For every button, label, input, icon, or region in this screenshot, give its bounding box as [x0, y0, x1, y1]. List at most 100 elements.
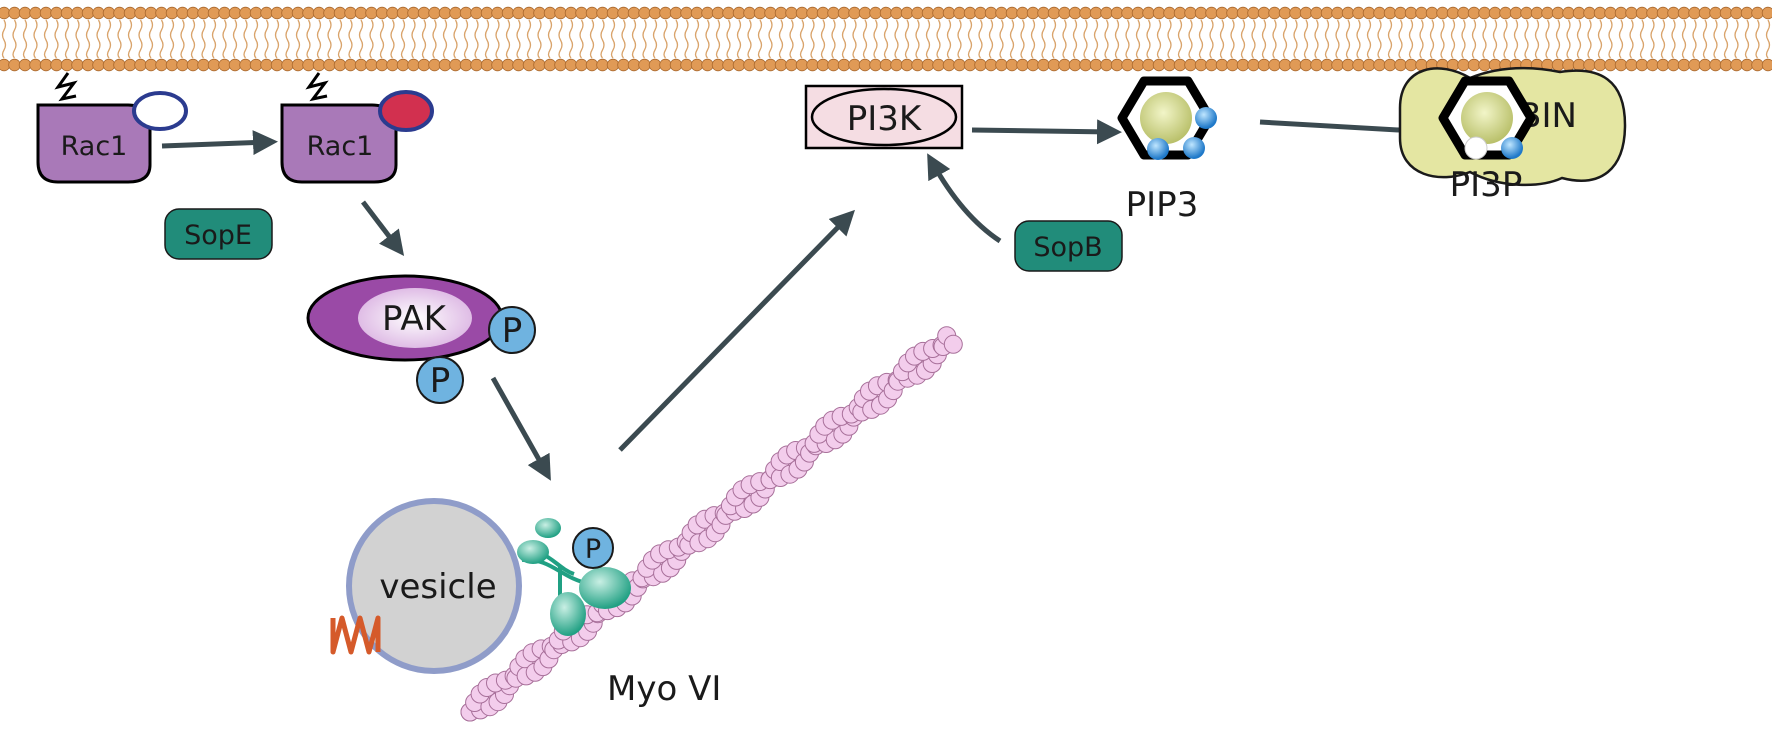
lipid-tail — [789, 19, 794, 59]
lipid-tail — [747, 19, 752, 59]
phosphate-label-myo: P — [585, 534, 601, 565]
lipid-head — [123, 6, 137, 20]
lipid-head — [1646, 58, 1659, 72]
lipid-head — [617, 6, 630, 20]
lipid-head — [165, 58, 179, 72]
lipid-head — [1110, 6, 1124, 20]
phosphate-ball — [1183, 137, 1205, 159]
sopb-label: SopB — [1033, 232, 1102, 263]
lipid-head — [228, 58, 242, 72]
lipid-head — [92, 6, 105, 20]
lipid-tail — [1408, 19, 1414, 59]
phosphate-circle-icon — [488, 306, 536, 354]
lipid-head — [1194, 6, 1208, 20]
lipid-head — [312, 6, 326, 20]
lipid-head — [806, 58, 819, 72]
lipid-head — [39, 6, 53, 20]
lipid-head — [1362, 6, 1376, 20]
lipid-tail — [1324, 19, 1330, 59]
lipid-tail — [285, 19, 290, 59]
lipid-tail — [1, 19, 7, 59]
lipid-head — [1562, 58, 1575, 72]
lipid-tail — [631, 19, 637, 59]
lipid-tail — [1765, 19, 1771, 59]
lipid-tail — [1272, 19, 1277, 59]
lipid-head — [323, 58, 336, 72]
sope-tag: SopE — [164, 208, 273, 260]
phosphate-ball — [1501, 137, 1523, 159]
lipid-tail — [1335, 19, 1340, 59]
lipid-head — [365, 58, 378, 72]
lipid-head — [680, 6, 693, 20]
lipid-head — [774, 58, 788, 72]
lipid-head — [291, 6, 305, 20]
lipid-head — [1016, 58, 1029, 72]
lipid-head — [1352, 58, 1365, 72]
lipid-tail — [1492, 19, 1498, 59]
lipid-head — [302, 6, 315, 20]
lipid-tail — [1503, 19, 1508, 59]
phosphate-label-pak-top: P — [502, 311, 523, 351]
lipid-head — [953, 58, 966, 72]
myosin-cargo-domain — [517, 540, 549, 564]
lipid-head — [228, 6, 242, 20]
lipid-head — [218, 6, 231, 20]
phosphate-circle-icon — [572, 527, 614, 569]
lipid-tail — [1177, 19, 1183, 59]
lipid-tail — [442, 19, 448, 59]
lipid-tail — [1072, 19, 1078, 59]
lipid-head — [449, 6, 462, 20]
lipid-tail — [348, 19, 353, 59]
lipid-head — [459, 6, 473, 20]
lipid-head — [344, 58, 357, 72]
lipid-head — [1037, 58, 1050, 72]
lipid-head — [1331, 6, 1344, 20]
lipid-head — [732, 58, 746, 72]
lipid-tail — [54, 19, 59, 59]
lipid-head — [890, 58, 903, 72]
lipid-head — [785, 58, 798, 72]
lipid-head — [512, 58, 525, 72]
lipid-head — [1299, 6, 1313, 20]
lipid-head — [1205, 58, 1218, 72]
lipid-tail — [1167, 19, 1172, 59]
lipid-head — [1383, 6, 1397, 20]
lipid-head — [396, 58, 410, 72]
lipid-tail — [1146, 19, 1151, 59]
lipid-tail — [295, 19, 301, 59]
lipid-head — [1635, 6, 1649, 20]
lipid-head — [60, 6, 74, 20]
lipid-anchor-icon — [305, 72, 329, 102]
lipid-head — [1173, 6, 1187, 20]
lipid-tail — [978, 19, 983, 59]
lipid-head — [1173, 58, 1187, 72]
lipid-tail — [799, 19, 805, 59]
lipid-head — [270, 6, 284, 20]
lipid-tail — [1345, 19, 1351, 59]
lipid-head — [774, 6, 788, 20]
lipid-tail — [684, 19, 689, 59]
lipid-head — [1215, 58, 1229, 72]
lipid-head — [953, 6, 966, 20]
lipid-head — [1289, 58, 1302, 72]
lipid-head — [648, 6, 662, 20]
lipid-head — [764, 58, 777, 72]
lipid-head — [1257, 6, 1271, 20]
lipid-bilayer-membrane — [0, 6, 1772, 72]
lipid-head — [407, 6, 420, 20]
lipid-head — [1341, 58, 1355, 72]
lipid-tail — [988, 19, 994, 59]
lipid-head — [1278, 6, 1292, 20]
lipid-head — [869, 58, 882, 72]
lipid-head — [869, 6, 882, 20]
lipid-tail — [1660, 19, 1666, 59]
lipid-head — [711, 6, 725, 20]
lipid-tail — [463, 19, 469, 59]
lipid-head — [1121, 58, 1134, 72]
lipid-head — [995, 6, 1008, 20]
lipid-tail — [1198, 19, 1204, 59]
lipid-head — [260, 58, 273, 72]
lipid-head — [1163, 58, 1176, 72]
lipid-tail — [421, 19, 427, 59]
lipid-tail — [1156, 19, 1162, 59]
